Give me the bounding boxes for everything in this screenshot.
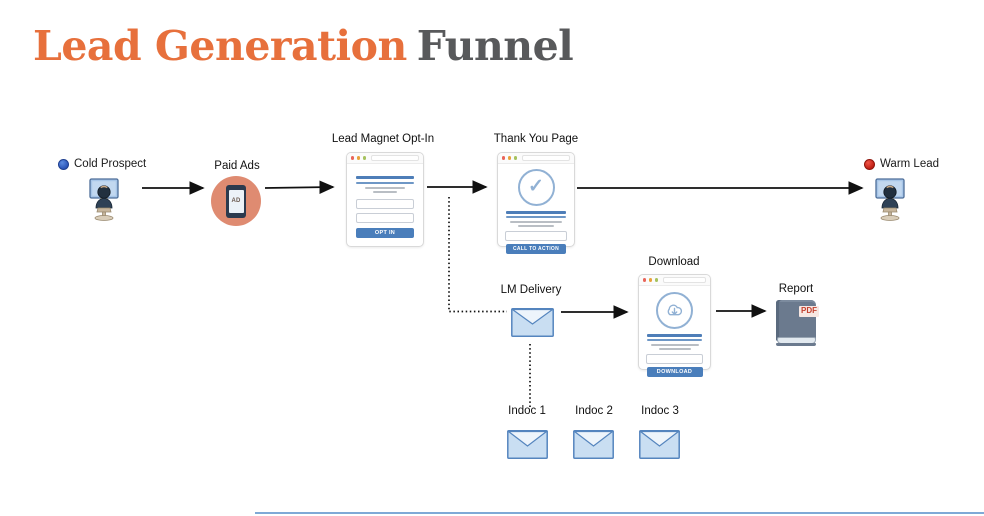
envelope-icon: [573, 430, 614, 459]
zoom-traffic-light-icon: [654, 278, 659, 282]
text-line: [506, 211, 566, 214]
download-button[interactable]: DOWNLOAD: [646, 367, 703, 377]
arrow-paidads-to-leadmagnet: [264, 180, 335, 194]
blue-dot-icon: [58, 158, 69, 170]
lead-magnet-label: Lead Magnet Opt-In: [331, 133, 435, 145]
close-traffic-light-icon: [643, 278, 647, 282]
text-line: [518, 225, 554, 227]
text-line: [647, 334, 702, 337]
pdf-badge: PDF: [799, 306, 819, 317]
text-line: [356, 176, 414, 179]
minimize-traffic-light-icon: [507, 156, 512, 160]
red-dot-icon: [864, 158, 875, 170]
form-field[interactable]: [646, 353, 703, 364]
pdf-book-icon: PDF: [776, 300, 819, 346]
bottom-accent-line: [255, 512, 984, 514]
form-field[interactable]: [505, 230, 567, 241]
thank-you-label: Thank You Page: [493, 133, 579, 145]
minimize-traffic-light-icon: [648, 278, 653, 282]
thank-you-window: ✓ CALL TO ACTION: [497, 152, 575, 254]
browser-titlebar: [498, 153, 574, 164]
form-field[interactable]: [356, 198, 414, 209]
ad-screen-text: AD: [228, 189, 244, 213]
title-rest: Funnel: [416, 22, 574, 70]
form-field[interactable]: [356, 212, 414, 223]
indoc-2-label: Indoc 2: [575, 405, 613, 417]
cold-prospect-label: Cold Prospect: [58, 158, 146, 170]
download-window: DOWNLOAD: [638, 274, 711, 377]
report-label: Report: [778, 283, 814, 295]
text-line: [658, 348, 691, 350]
warm-lead-label: Warm Lead: [864, 158, 939, 170]
url-bar: [521, 154, 570, 162]
close-traffic-light-icon: [502, 156, 506, 160]
text-line: [647, 339, 702, 341]
text-line: [365, 187, 405, 189]
lm-delivery-label: LM Delivery: [500, 284, 562, 296]
minimize-traffic-light-icon: [356, 156, 361, 160]
browser-titlebar: [347, 153, 423, 164]
text-line: [373, 191, 397, 193]
indoc-1-label: Indoc 1: [508, 405, 546, 417]
envelope-icon: [511, 308, 554, 337]
cloud-download-icon: [656, 292, 693, 329]
zoom-traffic-light-icon: [362, 156, 367, 160]
text-line: [650, 344, 699, 346]
text-line: [356, 181, 414, 184]
text-line: [510, 221, 562, 223]
download-label: Download: [648, 256, 700, 268]
tablet-ad-icon: AD: [226, 184, 246, 218]
cold-prospect-text: Cold Prospect: [74, 158, 147, 170]
browser-titlebar: [639, 275, 710, 286]
checkmark-circle-icon: ✓: [517, 169, 555, 206]
paid-ads-node: AD: [211, 176, 261, 226]
title-highlight: Lead Generation: [33, 22, 407, 70]
warm-lead-text: Warm Lead: [880, 158, 940, 170]
close-traffic-light-icon: [351, 156, 355, 160]
zoom-traffic-light-icon: [513, 156, 518, 160]
dotted-line-to-lm-delivery: [448, 197, 507, 313]
url-bar: [662, 276, 706, 284]
person-at-computer-icon: [89, 178, 119, 221]
url-bar: [370, 154, 419, 162]
indoc-3-label: Indoc 3: [641, 405, 679, 417]
call-to-action-button[interactable]: CALL TO ACTION: [506, 244, 566, 254]
envelope-icon: [507, 430, 548, 459]
person-at-computer-icon: [875, 178, 905, 221]
lead-magnet-window: OPT IN: [346, 152, 424, 247]
text-line: [506, 216, 566, 218]
opt-in-button[interactable]: OPT IN: [356, 227, 414, 238]
envelope-icon: [639, 430, 680, 459]
paid-ads-label: Paid Ads: [214, 160, 260, 172]
